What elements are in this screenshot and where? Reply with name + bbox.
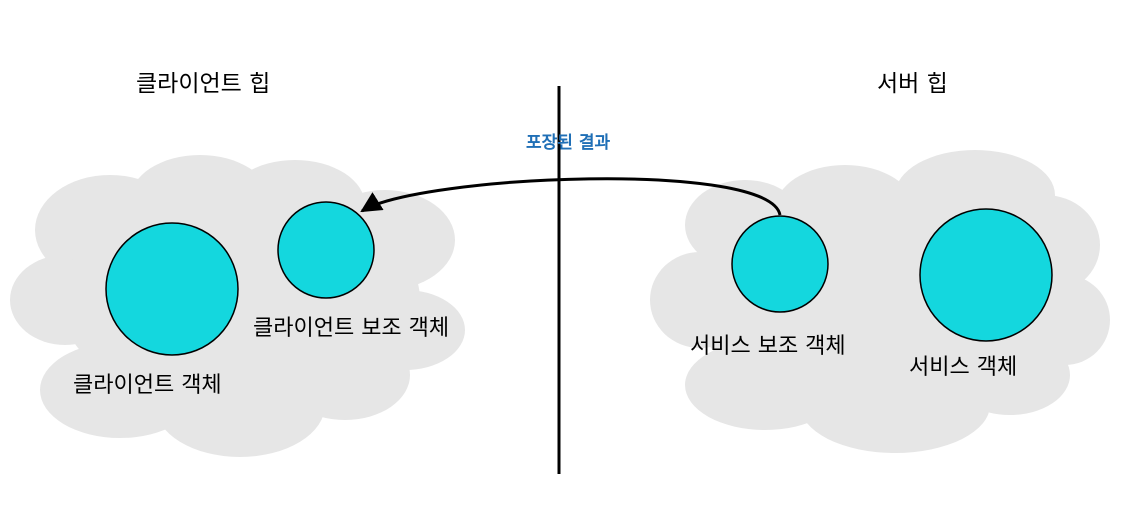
service-helper-circle: [731, 215, 829, 313]
service-object-label: 서비스 객체: [909, 355, 1018, 380]
packaged-result-arrow: [360, 177, 782, 216]
server-heap-heading: 서버 힙: [877, 71, 948, 97]
client-helper-label: 클라이언트 보조 객체: [253, 316, 450, 341]
client-object-circle: [105, 222, 239, 356]
client-helper-circle: [277, 201, 375, 299]
service-helper-label: 서비스 보조 객체: [690, 334, 846, 359]
client-heap-cloud: [10, 155, 465, 457]
packaged-result-label: 포장된 결과: [526, 133, 611, 153]
service-object-circle: [919, 208, 1053, 342]
client-heap-heading: 클라이언트 힙: [136, 71, 271, 97]
client-object-label: 클라이언트 객체: [73, 373, 222, 398]
